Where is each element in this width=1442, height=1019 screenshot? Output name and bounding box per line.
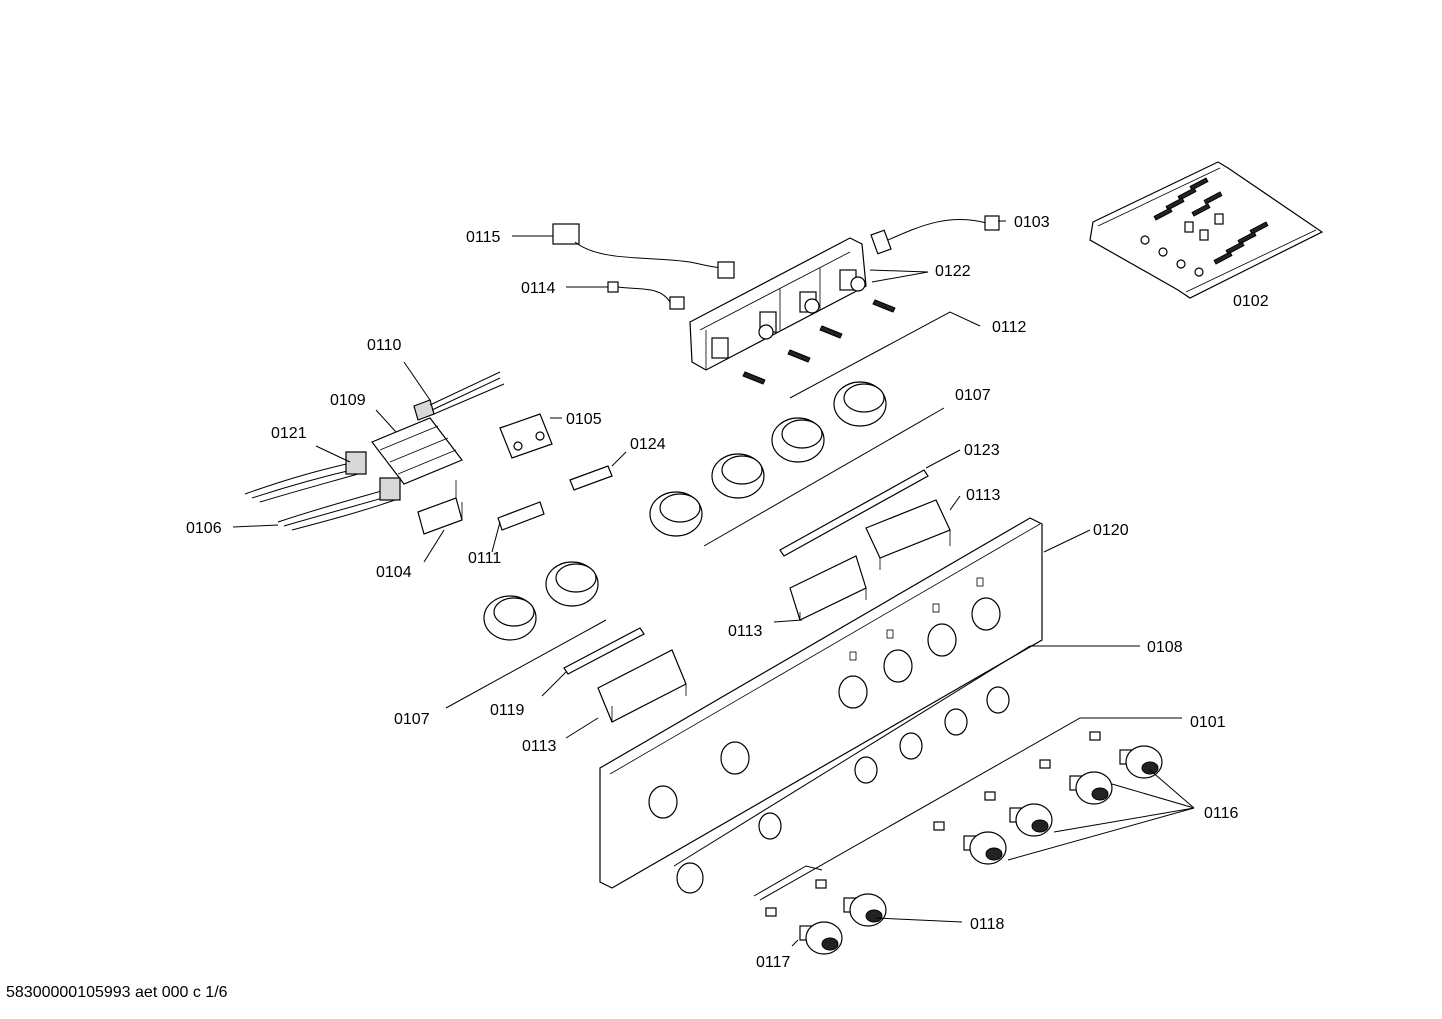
- ribbon-cable-0103-drawing: [870, 215, 1000, 255]
- terminal-block-drawing: [371, 417, 463, 485]
- label-0107-upper: 0107: [955, 387, 991, 404]
- label-0108: 0108: [1147, 639, 1183, 656]
- wire-bundle-drawing: [244, 451, 401, 531]
- knob-sleeves-upper-drawing: [649, 381, 887, 537]
- label-0105: 0105: [566, 411, 602, 428]
- label-0113-upper: 0113: [966, 487, 1001, 504]
- knob-sleeves-lower-drawing: [483, 561, 599, 641]
- label-0111: 0111: [468, 550, 501, 567]
- label-0103: 0103: [1014, 214, 1050, 231]
- label-0113-lower: 0113: [522, 738, 557, 755]
- label-0107-lower: 0107: [394, 711, 430, 728]
- cable-harness-0115-drawing: [552, 223, 735, 279]
- label-0121: 0121: [271, 425, 307, 442]
- label-0122: 0122: [935, 263, 971, 280]
- label-0120: 0120: [1093, 522, 1129, 539]
- front-panel-drawing: [599, 517, 1043, 889]
- label-0115: 0115: [466, 229, 501, 246]
- label-0106: 0106: [186, 520, 222, 537]
- control-module-drawing: [689, 237, 896, 385]
- bracket-0104-drawing: [417, 480, 463, 535]
- label-0123: 0123: [964, 442, 1000, 459]
- label-0118: 0118: [970, 916, 1005, 933]
- leader-lines: [232, 220, 1195, 947]
- document-id: 58300000105993 aet 000 c 1/6: [6, 984, 228, 1001]
- label-0112: 0112: [992, 319, 1027, 336]
- strip-0123-drawing: [779, 469, 929, 557]
- label-0117: 0117: [756, 954, 791, 971]
- label-0116: 0116: [1204, 805, 1239, 822]
- switch-0105-drawing: [499, 413, 553, 459]
- knobs-drawing: [765, 731, 1163, 955]
- label-0113-middle: 0113: [728, 623, 763, 640]
- switch-brackets-drawing: [597, 499, 951, 723]
- connector-0110-drawing: [413, 371, 505, 421]
- label-0104: 0104: [376, 564, 412, 581]
- label-0124: 0124: [630, 436, 666, 453]
- label-0119: 0119: [490, 702, 525, 719]
- label-0109: 0109: [330, 392, 366, 409]
- label-0101: 0101: [1190, 714, 1226, 731]
- clip-0124-drawing: [569, 465, 613, 491]
- label-0110: 0110: [367, 337, 402, 354]
- cable-0114-drawing: [607, 281, 685, 310]
- label-0114: 0114: [521, 280, 556, 297]
- screw-bag-drawing: [1089, 161, 1324, 299]
- label-0102: 0102: [1233, 293, 1269, 310]
- clip-0111-drawing: [497, 501, 545, 531]
- bezel-rings-drawing: [676, 686, 1010, 894]
- strip-0119-drawing: [563, 627, 645, 675]
